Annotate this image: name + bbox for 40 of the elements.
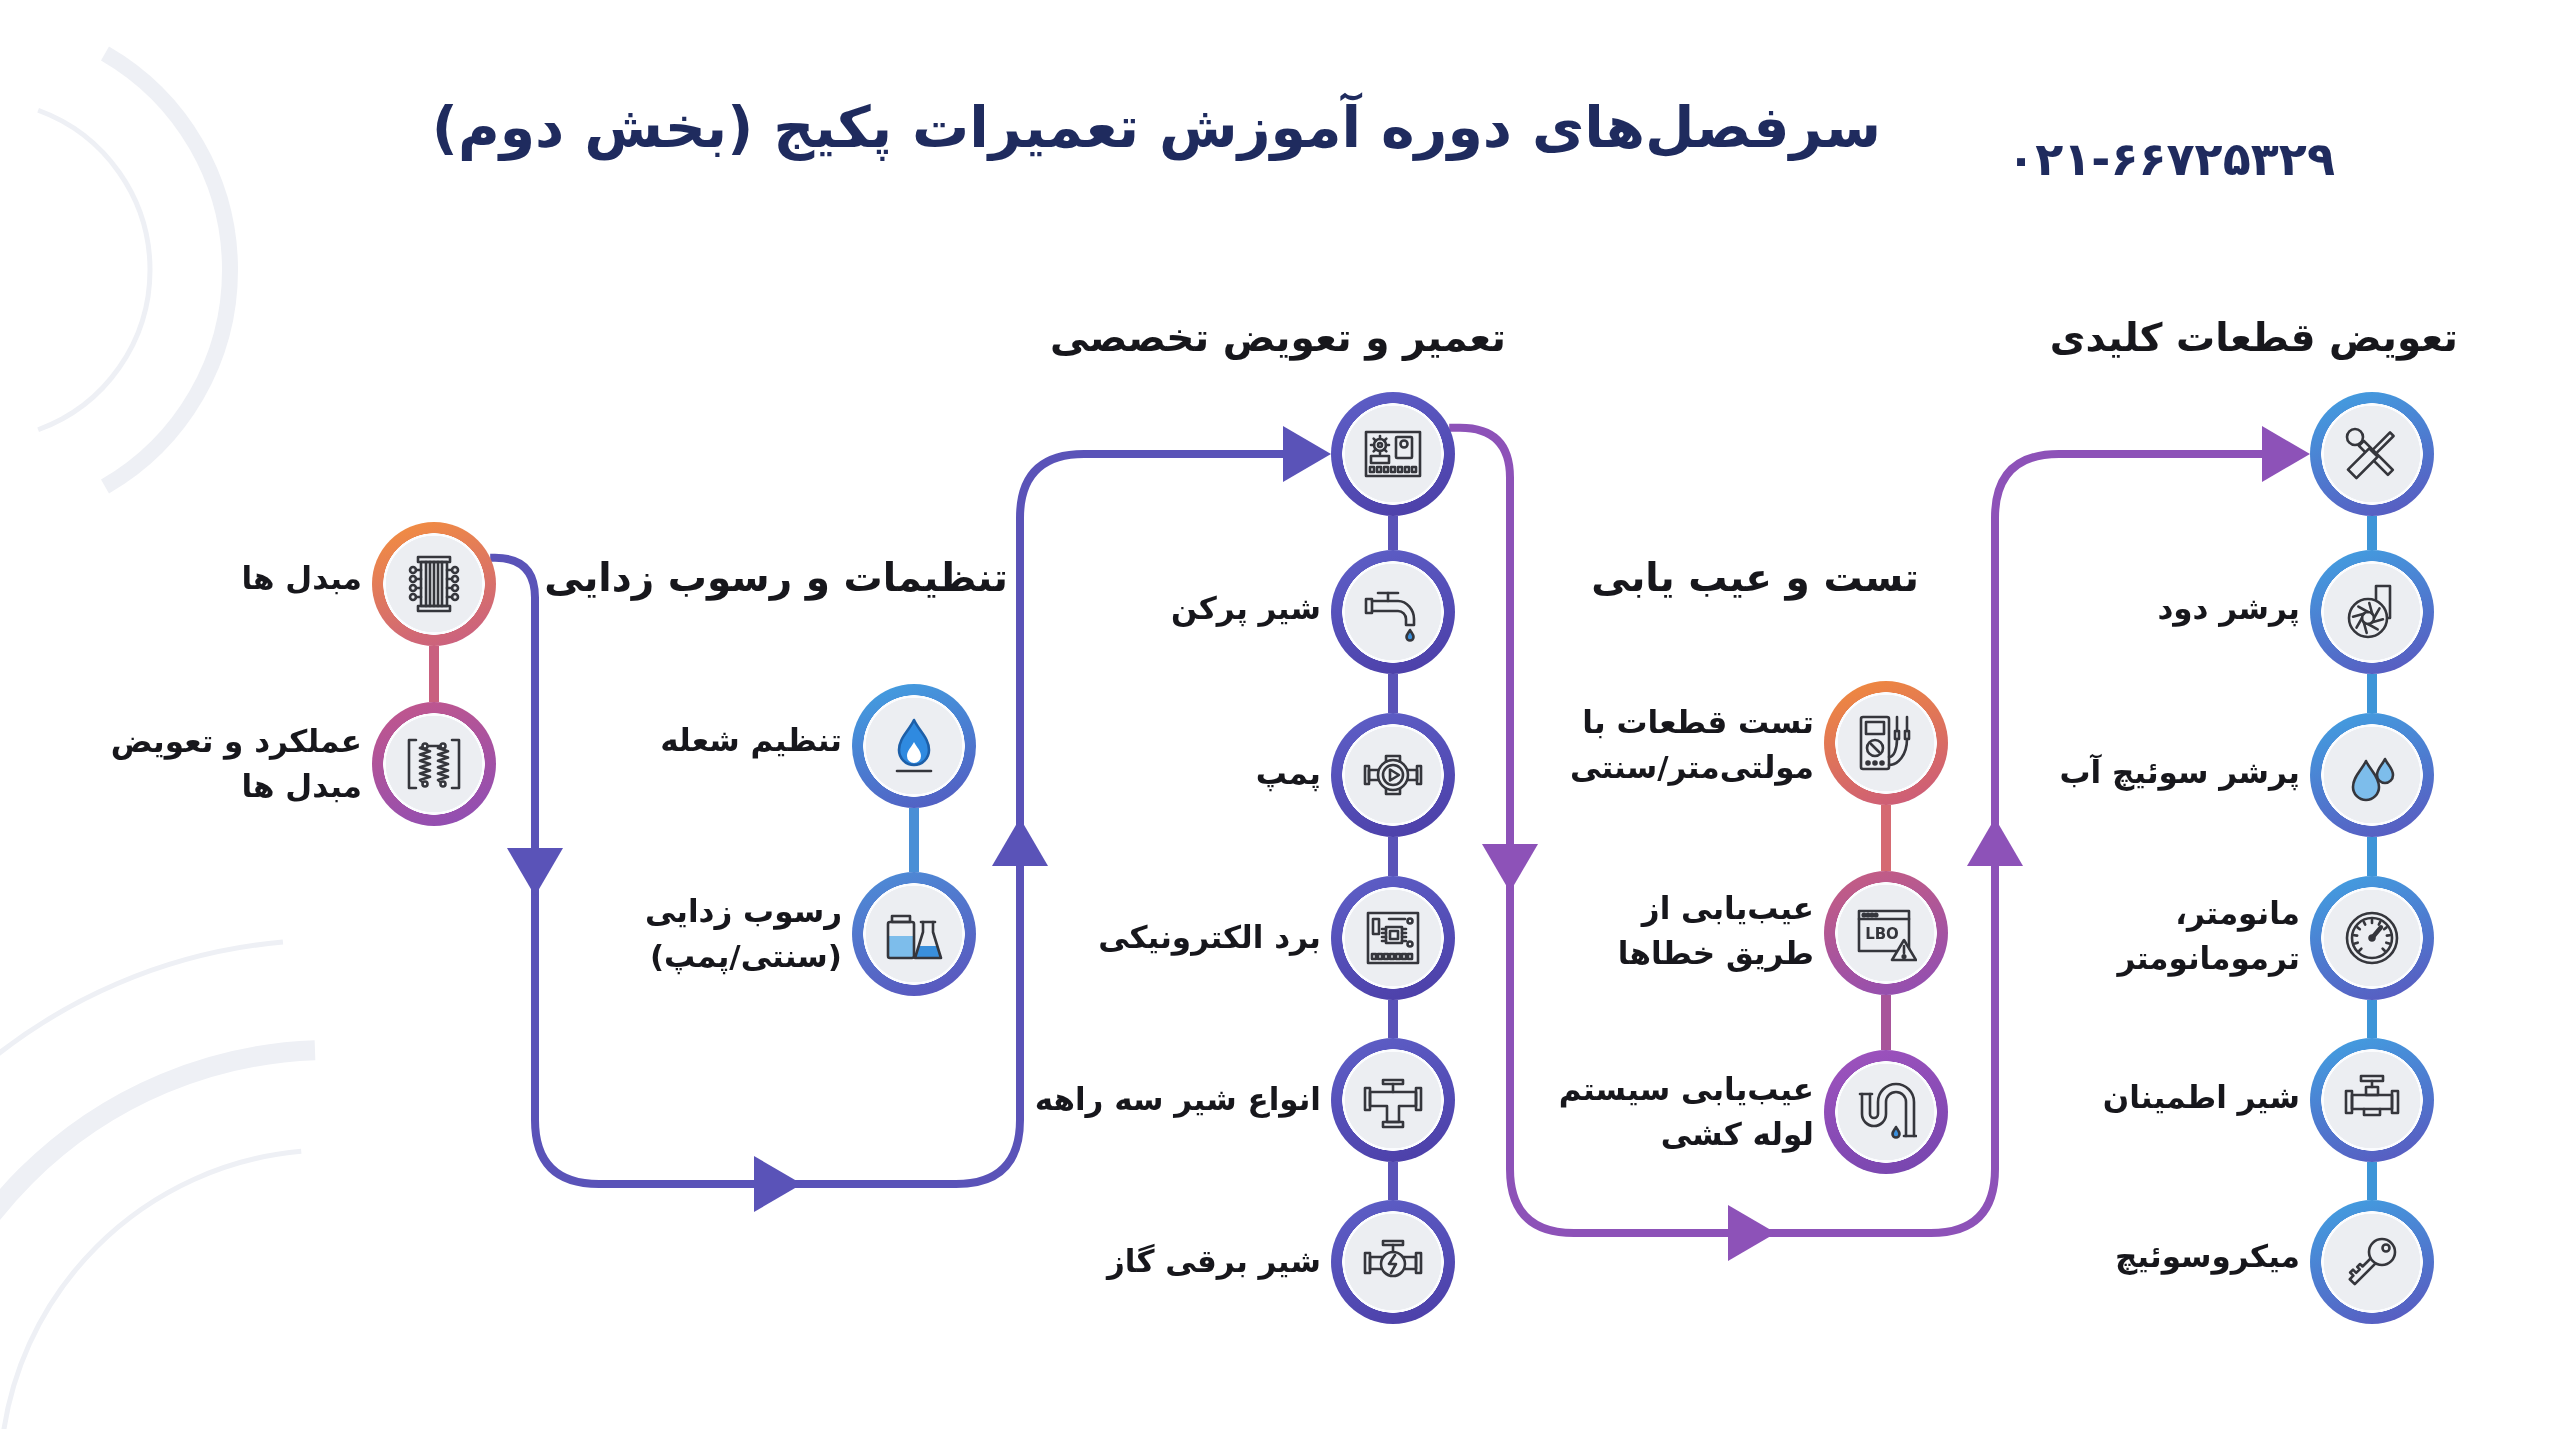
title: سرفصل‌های دوره آموزش تعمیرات پکیج (بخش دوم) [431, 91, 1881, 163]
phone-number: ۰۲۱-۶۶۷۲۵۳۲۹ [2007, 131, 2335, 189]
connector-line [909, 808, 919, 872]
step-label: برد الکترونیکی [1098, 917, 1321, 958]
step-label: عملکرد و تعویض مبدل ها [109, 722, 362, 806]
step-label: رسوب زدایی (سنتی/پمپ) [643, 892, 842, 977]
connector-line [1388, 674, 1398, 713]
connector-line [1388, 1000, 1398, 1038]
step-label: مبدل ها [241, 558, 362, 598]
connector-line [2367, 674, 2377, 713]
step-label: پرشر سوئیچ آب [2059, 752, 2300, 793]
step-label: شیر پرکن [1170, 588, 1321, 629]
flow-arrow [489, 426, 1331, 1212]
connector-line [2367, 837, 2377, 876]
step-label: عیب‌یابی سیستم لوله کشی [1557, 1070, 1814, 1155]
connector-line [1881, 805, 1891, 871]
step-label: پمپ [1255, 753, 1321, 794]
step-label: تنظیم شعله [660, 720, 842, 761]
connector-line [1881, 995, 1891, 1050]
connector-line [1388, 516, 1398, 550]
error-code-text: LBO [1865, 925, 1899, 945]
step-label: شیر برقی گاز [1106, 1241, 1321, 1282]
connector-line [2367, 1162, 2377, 1200]
connector-line [429, 646, 439, 702]
section-heading: تنظیمات و رسوب زدایی [544, 553, 1008, 603]
flow-arrow [1449, 423, 2310, 1261]
connector-line [1388, 837, 1398, 876]
step-label: پرشر دود [2157, 588, 2300, 629]
step-label: مانومتر، ترمومانومتر [2115, 894, 2300, 979]
connector-line [2367, 1000, 2377, 1038]
step-label: انواع شیر سه راهه [1034, 1079, 1321, 1120]
section-heading: تعویض قطعات کلیدی [2049, 313, 2458, 363]
connector-line [2367, 516, 2377, 550]
section-heading: تست و عیب یابی [1591, 553, 1919, 603]
step-label: شیر اطمینان [2102, 1077, 2300, 1118]
step-label: تست قطعات با مولتی‌متر/سنتی [1569, 703, 1814, 788]
section-heading: تعمیر و تعویض تخصصی [1050, 313, 1506, 363]
step-label: میکروسوئیچ [2115, 1236, 2300, 1277]
connector-line [1388, 1162, 1398, 1200]
step-label: عیب‌یابی از طریق خطاها [1616, 889, 1814, 974]
